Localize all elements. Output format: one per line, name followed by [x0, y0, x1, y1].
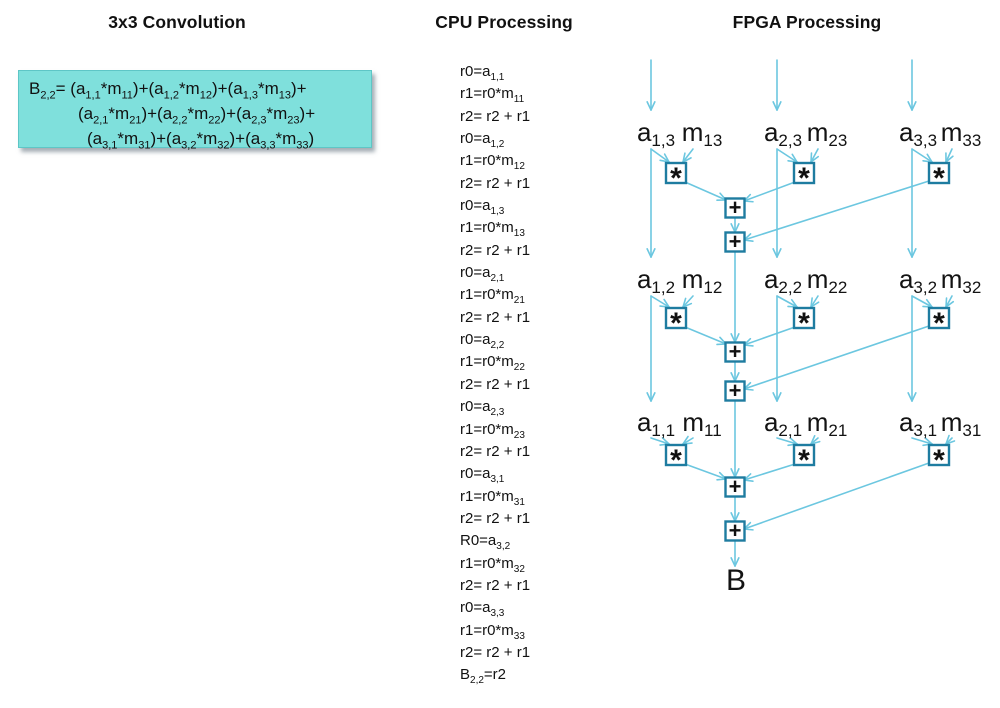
cpu-instruction: r0=a1,2 [460, 130, 505, 151]
operand-label-m: m32 [941, 264, 982, 297]
multiply-node-glyph: * [670, 162, 682, 195]
multiply-node-glyph: * [670, 444, 682, 477]
multiply-node [792, 161, 816, 185]
cpu-instruction: r2= r2 + r1 [460, 308, 531, 326]
cpu-instruction: r1=r0*m32 [460, 554, 525, 575]
cpu-instruction: r0=a1,1 [460, 63, 505, 83]
add-node-glyph: + [729, 518, 742, 543]
multiply-node [664, 161, 688, 185]
operand-label-a: a2,1 [764, 407, 802, 440]
dataflow-arrows [646, 59, 956, 567]
cpu-instruction: r2= r2 + r1 [460, 576, 531, 594]
operator-nodes [664, 161, 951, 542]
operand-label-a: a1,3 [637, 117, 675, 150]
cpu-instruction: r1=r0*m13 [460, 219, 525, 240]
cpu-instruction: r1=r0*m12 [460, 152, 525, 173]
cpu-instruction: r1=r0*m11 [460, 85, 525, 106]
cpu-instruction: r0=a3,3 [460, 599, 505, 620]
operand-label-m: m12 [682, 264, 723, 297]
cpu-instruction: r2= r2 + r1 [460, 643, 531, 661]
cpu-instruction: r0=a1,3 [460, 197, 505, 218]
add-node [724, 231, 746, 253]
operand-label-a: a2,3 [764, 117, 802, 150]
cpu-instruction: r1=r0*m33 [460, 621, 525, 642]
operand-label-a: a3,1 [899, 407, 937, 440]
cpu-instruction: r1=r0*m22 [460, 353, 525, 374]
multiply-node [792, 306, 816, 330]
add-node-glyph: + [729, 195, 742, 220]
add-node [724, 520, 746, 542]
add-node [724, 476, 746, 498]
operand-label-m: m11 [682, 407, 721, 440]
multiply-node [664, 443, 688, 467]
multiply-node-glyph: * [933, 307, 945, 340]
operand-label-a: a3,2 [899, 264, 937, 297]
cpu-instruction: r2= r2 + r1 [460, 509, 531, 527]
cpu-title: CPU Processing [435, 12, 573, 32]
add-node [724, 341, 746, 363]
cpu-instruction: r1=r0*m21 [460, 286, 525, 307]
multiply-node-glyph: * [670, 307, 682, 340]
multiply-node-glyph: * [798, 162, 810, 195]
convolution-title: 3x3 Convolution [108, 12, 246, 32]
multiply-node [664, 306, 688, 330]
formula-line: (a2,1*m21)+(a2,2*m22)+(a2,3*m23)+ [78, 104, 316, 127]
add-node-glyph: + [729, 474, 742, 499]
multiply-node [927, 161, 951, 185]
operand-label-m: m21 [807, 407, 848, 440]
operand-label-a: a1,1 [637, 407, 675, 440]
operand-label-m: m23 [807, 117, 848, 150]
fpga-title: FPGA Processing [732, 12, 882, 32]
multiply-node-glyph: * [933, 444, 945, 477]
cpu-instruction: r1=r0*m31 [460, 487, 525, 508]
cpu-instruction: r2= r2 + r1 [460, 241, 531, 259]
cpu-instruction: r0=a3,1 [460, 465, 505, 486]
operand-label-a: a3,3 [899, 117, 937, 150]
add-node [724, 380, 746, 402]
multiply-node-glyph: * [798, 307, 810, 340]
cpu-instruction: r2= r2 + r1 [460, 107, 531, 125]
operand-label-m: m31 [941, 407, 982, 440]
cpu-instruction: r0=a2,3 [460, 398, 505, 419]
operand-label-a: a2,2 [764, 264, 802, 297]
cpu-instruction: r2= r2 + r1 [460, 375, 531, 393]
multiply-node [792, 443, 816, 467]
cpu-instruction: R0=a3,2 [460, 532, 511, 553]
cpu-instruction: r0=a2,2 [460, 331, 505, 352]
operand-label-m: m33 [941, 117, 982, 150]
output-label: B [726, 564, 746, 597]
operand-label-m: m22 [807, 264, 848, 297]
add-node-glyph: + [729, 339, 742, 364]
node-glyphs: * * * + + * * * + + * * * + + [670, 162, 945, 543]
cpu-instruction: r2= r2 + r1 [460, 174, 531, 192]
multiply-node [927, 306, 951, 330]
formula-line: (a3,1*m31)+(a3,2*m32)+(a3,3*m33) [87, 129, 315, 152]
operand-label-a: a1,2 [637, 264, 675, 297]
cpu-instruction: B2,2=r2 [460, 666, 507, 687]
convolution-formula-box: B2,2= (a1,1*m11)+(a1,2*m12)+(a1,3*m13)+(… [18, 70, 372, 152]
add-node [724, 197, 746, 219]
formula-line: B2,2= (a1,1*m11)+(a1,2*m12)+(a1,3*m13)+ [29, 79, 307, 102]
cpu-instruction: r1=r0*m23 [460, 420, 525, 441]
operand-label-m: m13 [682, 117, 723, 150]
add-node-glyph: + [729, 229, 742, 254]
multiply-node [927, 443, 951, 467]
add-node-glyph: + [729, 378, 742, 403]
cpu-instruction: r0=a2,1 [460, 264, 505, 285]
cpu-instruction: r2= r2 + r1 [460, 442, 531, 460]
multiply-node-glyph: * [933, 162, 945, 195]
multiply-node-glyph: * [798, 444, 810, 477]
